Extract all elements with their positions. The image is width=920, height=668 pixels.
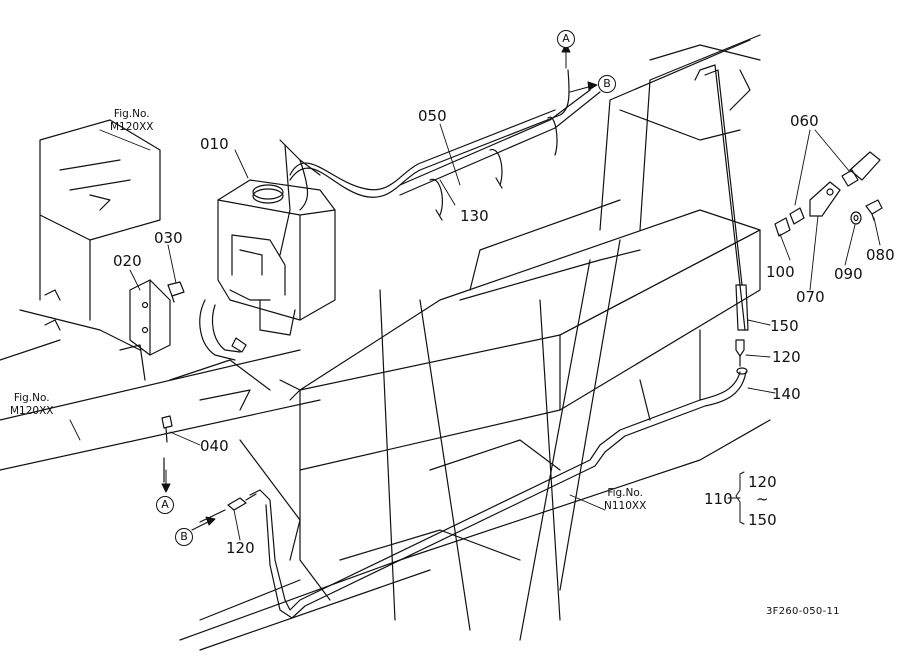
label-070: 070 [796, 288, 825, 306]
label-120-bottom: 120 [226, 539, 255, 557]
joint-120-bottom [199, 493, 257, 523]
label-040: 040 [200, 437, 229, 455]
fig-ref-top-left-line2: M120XX [110, 121, 154, 133]
label-090: 090 [834, 265, 863, 283]
fig-ref-top-left-line1: Fig.No. [113, 108, 150, 120]
label-010: 010 [200, 135, 229, 153]
bracket-020 [129, 279, 171, 356]
fig-ref-left-line2: M120XX [10, 405, 54, 417]
fig-ref-bottom-right-line1: Fig.No. [607, 487, 643, 499]
label-120-range-start: 120 [748, 473, 777, 491]
frame-structure [179, 34, 771, 651]
washer-tank-010 [199, 179, 336, 361]
nut-100 [774, 207, 805, 237]
label-range-tilde: ~ [756, 490, 769, 508]
range-bracket [735, 471, 745, 525]
hose-150 [694, 64, 749, 331]
label-020: 020 [113, 252, 142, 270]
label-140: 140 [772, 385, 801, 403]
label-150-range-end: 150 [748, 511, 777, 529]
label-100: 100 [766, 263, 795, 281]
fig-ref-bottom-right: Fig.No. N110XX [604, 487, 646, 513]
hose-line-050 [279, 69, 601, 256]
label-110: 110 [704, 490, 733, 508]
label-050: 050 [418, 107, 447, 125]
hose-140 [249, 367, 748, 619]
nozzle-060 [841, 151, 881, 187]
drawing-code: 3F260-050-11 [766, 606, 840, 617]
washer-090 [850, 211, 862, 225]
fig-ref-left-line1: Fig.No. [13, 392, 50, 404]
marker-b-bottom: B [175, 528, 193, 546]
label-080: 080 [866, 246, 895, 264]
label-030: 030 [154, 229, 183, 247]
bolt-040 [161, 415, 173, 483]
leader-lines [69, 123, 881, 541]
label-060: 060 [790, 112, 819, 130]
label-120-right: 120 [772, 348, 801, 366]
nut-030 [167, 281, 185, 303]
fig-ref-bottom-right-line2: N110XX [604, 500, 647, 512]
marker-b-top: B [598, 75, 616, 93]
bracket-070 [809, 181, 841, 217]
fig-ref-top-left: Fig.No. M120XX [110, 108, 154, 134]
label-130: 130 [460, 207, 489, 225]
marker-a-top: A [557, 30, 575, 48]
label-150: 150 [770, 317, 799, 335]
marker-a-bottom: A [156, 496, 174, 514]
marker-arrows [161, 43, 598, 531]
nut-080 [865, 199, 883, 221]
joint-120-right [735, 339, 745, 367]
fig-ref-left: Fig.No. M120XX [10, 392, 54, 418]
left-panel [0, 119, 331, 621]
